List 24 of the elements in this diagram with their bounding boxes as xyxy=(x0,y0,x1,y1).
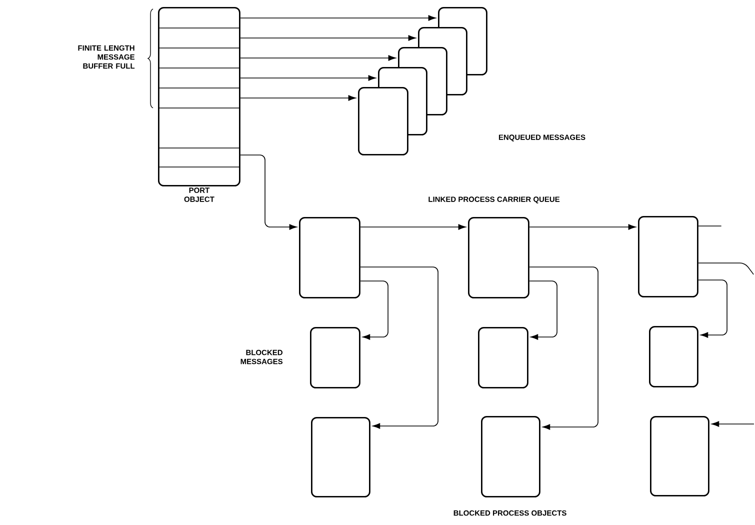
carrier-box xyxy=(468,217,530,298)
arrow xyxy=(240,154,297,230)
message-box xyxy=(649,326,698,388)
arrow xyxy=(698,280,728,338)
arrow xyxy=(712,421,754,427)
arrow xyxy=(240,15,436,21)
arrow xyxy=(240,35,416,41)
arrow xyxy=(529,280,558,340)
message-box xyxy=(358,87,408,156)
arrow xyxy=(240,95,356,101)
message-box xyxy=(478,327,528,388)
arrow xyxy=(240,55,396,61)
message-box xyxy=(310,327,360,388)
process-box xyxy=(650,416,710,496)
process-box xyxy=(481,416,540,498)
carrier-box xyxy=(299,217,360,298)
carrier-box xyxy=(638,216,698,298)
arrow xyxy=(240,75,376,81)
arrow xyxy=(529,224,636,230)
arrow xyxy=(529,266,598,430)
arrow xyxy=(360,266,438,429)
arrow xyxy=(360,280,388,340)
arrow xyxy=(360,224,466,230)
process-box xyxy=(311,417,370,498)
